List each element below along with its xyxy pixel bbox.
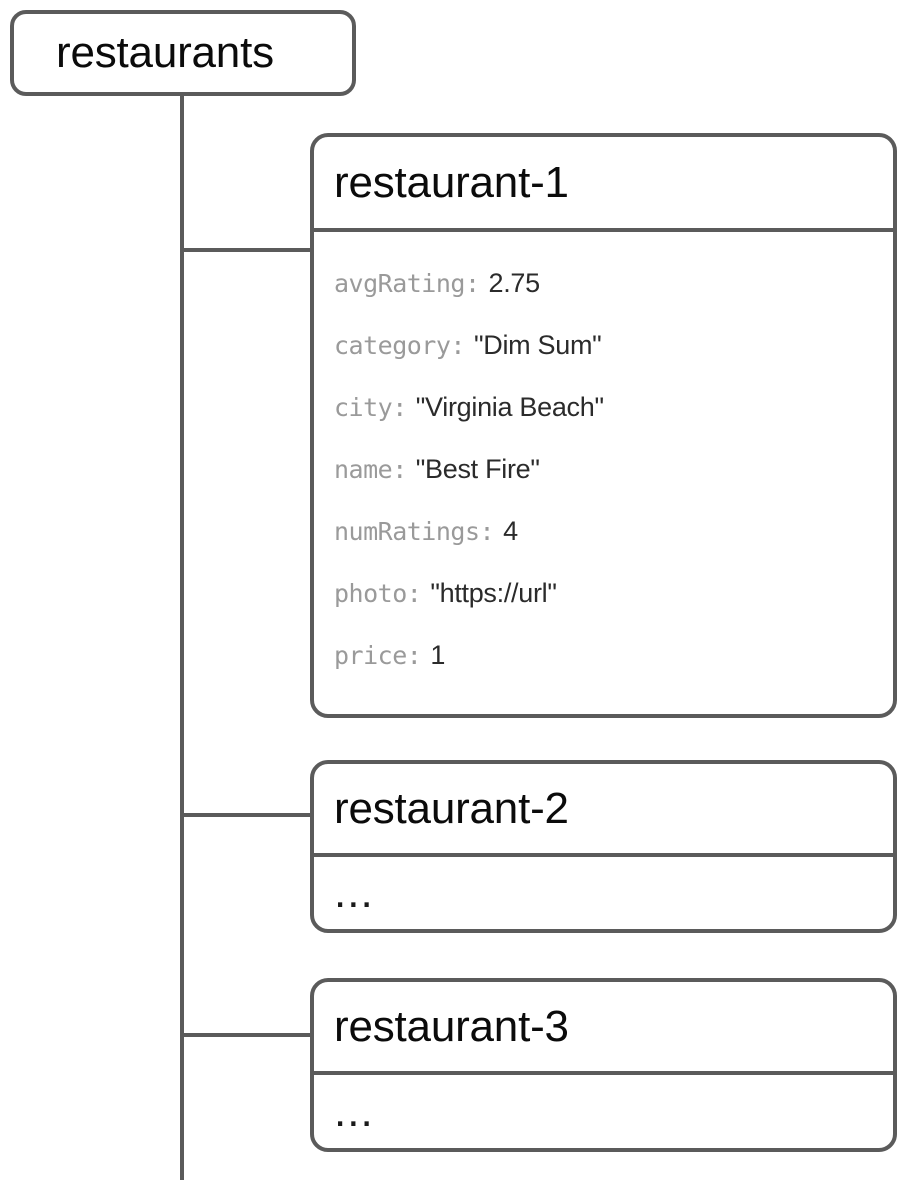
field-row: category: "Dim Sum" bbox=[334, 314, 893, 376]
field-row: numRatings: 4 bbox=[334, 500, 893, 562]
field-value: 4 bbox=[503, 515, 518, 546]
field-row: city: "Virginia Beach" bbox=[334, 376, 893, 438]
field-value: "Virginia Beach" bbox=[415, 391, 604, 422]
field-key: city: bbox=[334, 392, 407, 422]
field-value: "Dim Sum" bbox=[473, 329, 602, 360]
field-value: "https://url" bbox=[430, 577, 557, 608]
document-card-title: restaurant-2 bbox=[314, 764, 893, 857]
field-value: 2.75 bbox=[488, 267, 541, 298]
document-card-restaurant-2[interactable]: restaurant-2 ... bbox=[310, 760, 897, 933]
field-value: 1 bbox=[430, 639, 446, 670]
collection-node-restaurants[interactable]: restaurants bbox=[10, 10, 356, 96]
collection-node-label: restaurants bbox=[56, 28, 274, 77]
document-card-restaurant-1[interactable]: restaurant-1 avgRating: 2.75 category: "… bbox=[310, 133, 897, 718]
collapsed-fields-ellipsis: ... bbox=[334, 868, 374, 917]
field-row: name: "Best Fire" bbox=[334, 438, 893, 500]
document-card-body: ... bbox=[314, 1075, 893, 1148]
field-list: avgRating: 2.75 category: "Dim Sum" city… bbox=[334, 232, 893, 686]
document-card-body: avgRating: 2.75 category: "Dim Sum" city… bbox=[314, 232, 893, 714]
field-key: category: bbox=[334, 330, 465, 360]
field-key: photo: bbox=[334, 578, 422, 608]
field-row: avgRating: 2.75 bbox=[334, 252, 893, 314]
field-key: price: bbox=[334, 640, 422, 670]
document-card-body: ... bbox=[314, 857, 893, 929]
field-key: numRatings: bbox=[334, 516, 495, 546]
field-value: "Best Fire" bbox=[415, 453, 540, 484]
collapsed-fields-ellipsis: ... bbox=[334, 1086, 374, 1136]
field-row: photo: "https://url" bbox=[334, 562, 893, 624]
document-card-restaurant-3[interactable]: restaurant-3 ... bbox=[310, 978, 897, 1152]
document-card-title: restaurant-1 bbox=[314, 137, 893, 232]
field-key: avgRating: bbox=[334, 268, 480, 298]
field-row: price: 1 bbox=[334, 624, 893, 686]
field-key: name: bbox=[334, 454, 407, 484]
document-card-title: restaurant-3 bbox=[314, 982, 893, 1075]
